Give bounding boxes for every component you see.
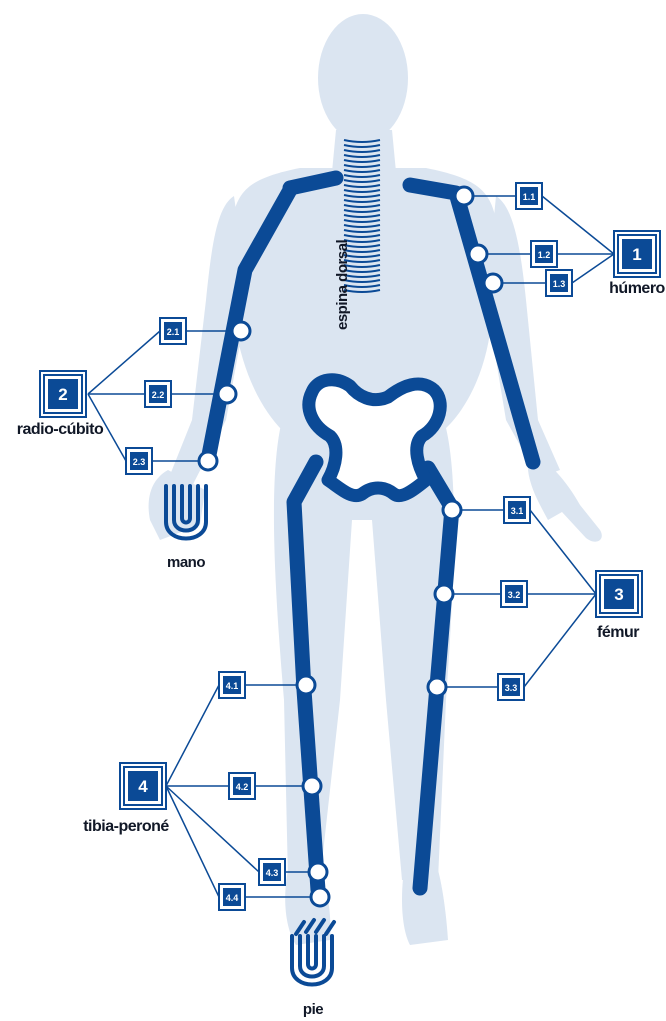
joint-1-1[interactable] (455, 187, 473, 205)
point-badge-2-1[interactable]: 2.1 (160, 318, 186, 344)
point-code-3-1: 3.1 (511, 506, 524, 516)
silhouette-right-hand (528, 455, 602, 542)
point-badge-4-1[interactable]: 4.1 (219, 672, 245, 698)
point-code-1-2: 1.2 (538, 250, 551, 260)
group-code-humerus: 1 (632, 245, 641, 264)
silhouette-head (318, 14, 408, 142)
point-code-1-1: 1.1 (523, 192, 536, 202)
point-badge-1-2[interactable]: 1.2 (531, 241, 557, 267)
point-badge-4-4[interactable]: 4.4 (219, 884, 245, 910)
point-code-4-1: 4.1 (226, 681, 239, 691)
joint-1-2[interactable] (469, 245, 487, 263)
point-badge-2-2[interactable]: 2.2 (145, 381, 171, 407)
point-code-4-2: 4.2 (236, 782, 249, 792)
group-label-tibia: tibia-peroné (83, 818, 169, 835)
point-badge-1-3[interactable]: 1.3 (546, 270, 572, 296)
point-badge-1-1[interactable]: 1.1 (516, 183, 542, 209)
spine-label: espina dorsal (334, 239, 351, 330)
point-badge-3-2[interactable]: 3.2 (501, 581, 527, 607)
point-code-3-2: 3.2 (508, 590, 521, 600)
group-badge-tibia[interactable]: 4 (120, 763, 166, 809)
point-badge-3-3[interactable]: 3.3 (498, 674, 524, 700)
group-code-tibia: 4 (138, 777, 148, 796)
joint-4-2[interactable] (303, 777, 321, 795)
foot-label: pie (303, 1001, 323, 1018)
joint-4-1[interactable] (297, 676, 315, 694)
leader-4-1-main (166, 685, 219, 786)
joint-2-2[interactable] (218, 385, 236, 403)
group-label-femur: fémur (597, 624, 639, 641)
point-code-4-4: 4.4 (226, 893, 239, 903)
point-code-1-3: 1.3 (553, 279, 566, 289)
group-badge-humerus[interactable]: 1 (614, 231, 660, 277)
leader-3-3-main (524, 594, 596, 687)
joint-3-2[interactable] (435, 585, 453, 603)
group-code-femur: 3 (614, 585, 623, 604)
group-badge-femur[interactable]: 3 (596, 571, 642, 617)
point-code-2-1: 2.1 (167, 327, 180, 337)
leader-1-3-main (572, 254, 614, 283)
point-badge-3-1[interactable]: 3.1 (504, 497, 530, 523)
joint-3-1[interactable] (443, 501, 461, 519)
left-clavicle-bone (290, 178, 336, 188)
point-code-4-3: 4.3 (266, 868, 279, 878)
joint-3-3[interactable] (428, 678, 446, 696)
joint-4-3[interactable] (309, 863, 327, 881)
joint-4-4[interactable] (311, 888, 329, 906)
joint-2-1[interactable] (232, 322, 250, 340)
joint-2-3[interactable] (199, 452, 217, 470)
group-badge-radius[interactable]: 2 (40, 371, 86, 417)
leader-4-4-main (166, 786, 219, 897)
hand-label: mano (167, 554, 205, 571)
group-label-radius: radio-cúbito (17, 421, 104, 438)
point-code-3-3: 3.3 (505, 683, 518, 693)
point-badge-4-2[interactable]: 4.2 (229, 773, 255, 799)
group-code-radius: 2 (58, 385, 67, 404)
group-label-humerus: húmero (609, 280, 665, 297)
pelvis-bone (309, 380, 440, 496)
point-badge-2-3[interactable]: 2.3 (126, 448, 152, 474)
point-code-2-3: 2.3 (133, 457, 146, 467)
joint-1-3[interactable] (484, 274, 502, 292)
point-badge-4-3[interactable]: 4.3 (259, 859, 285, 885)
point-code-2-2: 2.2 (152, 390, 165, 400)
